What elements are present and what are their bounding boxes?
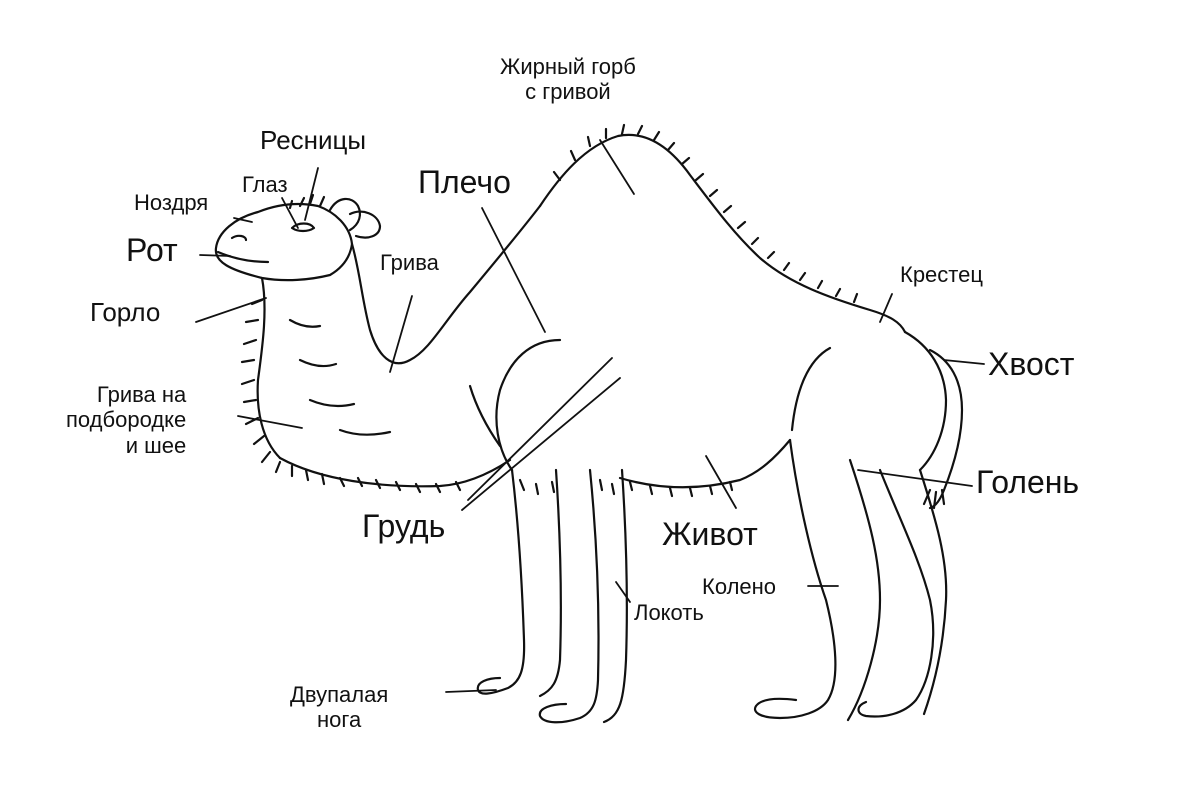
camel-head-outline (214, 202, 354, 282)
leader-chin-mane (237, 415, 303, 429)
label-chin-mane: Грива на подбородке и шее (66, 382, 187, 458)
leader-eyelashes (304, 167, 319, 221)
label-chest: Грудь (362, 508, 446, 544)
camel-hind-leg-near (753, 438, 837, 720)
label-shin: Голень (976, 464, 1080, 500)
camel-front-leg-near-back (538, 468, 562, 698)
leader-mane (389, 295, 413, 373)
label-sacrum: Крестец (900, 262, 983, 287)
camel-hind-leg-near-back (846, 458, 882, 722)
label-eye: Глаз (242, 172, 288, 197)
label-mouth: Рот (126, 232, 178, 268)
leader-belly (705, 455, 737, 509)
camel-neck-front (256, 276, 282, 460)
leader-shin (857, 469, 973, 487)
camel-back-outline (538, 133, 907, 334)
label-nostril: Ноздря (134, 190, 209, 215)
camel-front-leg-far (538, 468, 600, 724)
leader-foot (445, 689, 497, 693)
camel-ear (328, 197, 361, 232)
leader-throat (195, 297, 267, 323)
leader-sacrum (879, 293, 893, 323)
label-fat-hump: Жирный горб с гривой (500, 54, 636, 105)
camel-shoulder-fur (468, 384, 502, 448)
label-tail: Хвост (988, 346, 1075, 382)
camel-chest (278, 456, 512, 488)
leader-nostril (233, 217, 253, 223)
label-eyelashes: Ресницы (260, 125, 367, 155)
label-two-toed-foot: Двупалая нога (290, 682, 389, 733)
camel-ear-back (348, 210, 382, 239)
label-shoulder: Плечо (418, 164, 511, 200)
camel-hump-fur (552, 123, 859, 304)
camel-mouth-line (216, 250, 270, 264)
camel-hind-thigh (790, 346, 832, 432)
leader-eye (281, 197, 299, 229)
camel-rump (903, 330, 948, 472)
leader-chest (467, 357, 613, 501)
camel-neck-mane-fur (288, 318, 392, 436)
leader-tail (943, 359, 985, 365)
leader-elbow (615, 581, 631, 603)
label-elbow: Локоть (634, 600, 704, 625)
camel-front-leg-near (476, 468, 526, 695)
camel-tail-tuft (922, 488, 946, 510)
leader-chest-2 (461, 377, 621, 511)
camel-front-leg-far-back (602, 468, 628, 724)
label-throat: Горло (90, 297, 161, 327)
camel-hind-leg-far-back (918, 468, 948, 716)
camel-nostril (230, 234, 248, 242)
label-belly: Живот (662, 516, 758, 552)
leader-mouth (199, 254, 231, 257)
camel-belly (618, 438, 792, 489)
camel-belly-fur (628, 480, 734, 498)
label-knee: Колено (702, 574, 777, 599)
camel-shoulder-contour (495, 338, 562, 472)
camel-tail (928, 348, 964, 510)
leader-fat-hump (599, 139, 635, 195)
label-mane: Грива (380, 250, 439, 275)
camel-head-fur-top (288, 193, 326, 210)
camel-front-leg-fur (518, 478, 616, 496)
leader-shoulder (481, 207, 546, 333)
camel-neck-back (350, 204, 542, 365)
camel-eye (290, 222, 316, 233)
camel-hind-leg-far (857, 468, 935, 718)
